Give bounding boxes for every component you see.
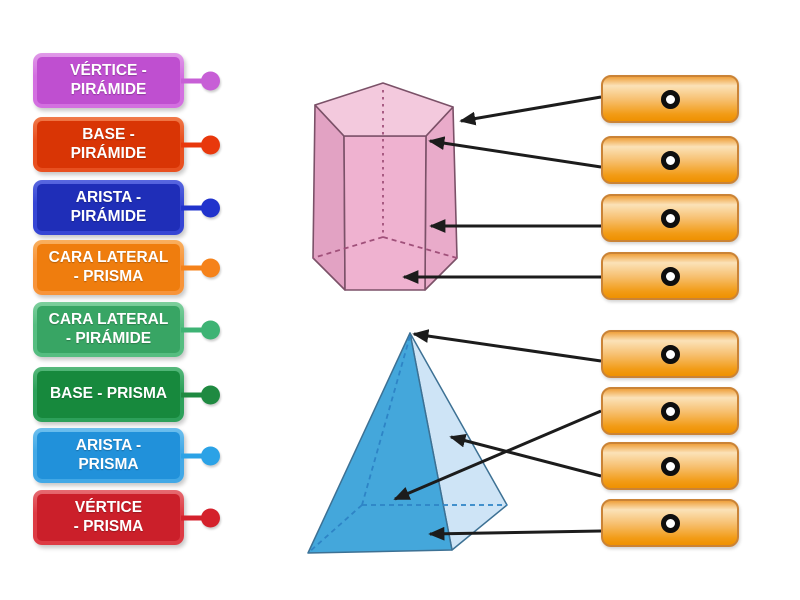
label-text: VÉRTICE - PIRÁMIDE	[70, 61, 147, 98]
connector-knob-icon	[201, 446, 220, 465]
label-tag-vertice-prisma[interactable]: VÉRTICE - PRISMA	[33, 490, 220, 545]
prism-right-face	[424, 106, 458, 291]
pentagonal-prism-figure	[312, 82, 458, 291]
target-dot-icon	[660, 344, 680, 364]
label-tag-arista-prisma[interactable]: ARISTA - PRISMA	[33, 428, 220, 483]
arrow-line	[393, 409, 602, 501]
answer-slot-6[interactable]	[601, 387, 739, 435]
pyramid-hidden-base-left-edge	[307, 504, 363, 554]
connector-knob-icon	[201, 385, 220, 404]
arrow-line	[412, 329, 602, 363]
label-tag-face: BASE - PIRÁMIDE	[37, 121, 180, 168]
prism-top-face	[314, 82, 454, 137]
label-tag-arista-piramide[interactable]: ARISTA - PIRÁMIDE	[33, 180, 220, 235]
arrow-line	[449, 433, 602, 478]
label-tag-cara-lateral-piramide[interactable]: CARA LATERAL - PIRÁMIDE	[33, 302, 220, 357]
label-tag-face: VÉRTICE - PIRÁMIDE	[37, 57, 180, 104]
label-text: BASE - PIRÁMIDE	[70, 125, 147, 162]
prism-hidden-bottom-right-edge	[382, 236, 458, 259]
target-dot-icon	[660, 456, 680, 476]
answer-slot-5[interactable]	[601, 330, 739, 378]
label-tag-face: ARISTA - PIRÁMIDE	[37, 184, 180, 231]
label-text: VÉRTICE - PRISMA	[73, 498, 144, 535]
prism-hidden-bottom-left-edge	[312, 236, 384, 259]
target-dot-icon	[660, 513, 680, 533]
connector-stub	[181, 265, 203, 270]
target-dot-icon	[660, 266, 680, 286]
label-tag-base-prisma[interactable]: BASE - PRISMA	[33, 367, 220, 422]
label-text: ARISTA - PIRÁMIDE	[70, 188, 147, 225]
connector-stub	[181, 327, 203, 332]
answer-slot-4[interactable]	[601, 252, 739, 300]
label-tag-base-piramide[interactable]: BASE - PIRÁMIDE	[33, 117, 220, 172]
connector-stub	[181, 78, 203, 83]
connector-stub	[181, 453, 203, 458]
label-text: CARA LATERAL - PIRÁMIDE	[48, 310, 169, 347]
answer-slot-1[interactable]	[601, 75, 739, 123]
label-text: BASE - PRISMA	[49, 385, 168, 403]
target-dot-icon	[660, 208, 680, 228]
target-dot-icon	[660, 401, 680, 421]
label-tag-cara-lateral-prisma[interactable]: CARA LATERAL - PRISMA	[33, 240, 220, 295]
label-tag-face: CARA LATERAL - PRISMA	[37, 244, 180, 291]
label-tag-face: ARISTA - PRISMA	[37, 432, 180, 479]
label-tag-face: CARA LATERAL - PIRÁMIDE	[37, 306, 180, 353]
arrow-line	[428, 526, 602, 541]
label-tag-face: BASE - PRISMA	[37, 371, 180, 418]
connector-stub	[181, 142, 203, 147]
label-tag-vertice-piramide[interactable]: VÉRTICE - PIRÁMIDE	[33, 53, 220, 108]
connector-stub	[181, 205, 203, 210]
label-text: ARISTA - PRISMA	[75, 436, 142, 473]
connector-knob-icon	[201, 258, 220, 277]
arrow-line	[459, 95, 602, 126]
arrow-line	[428, 136, 602, 169]
prism-front-face	[343, 135, 427, 291]
connector-knob-icon	[201, 320, 220, 339]
connector-knob-icon	[201, 135, 220, 154]
connector-knob-icon	[201, 198, 220, 217]
answer-slot-2[interactable]	[601, 136, 739, 184]
answer-slot-7[interactable]	[601, 442, 739, 490]
target-dot-icon	[660, 150, 680, 170]
answer-slot-3[interactable]	[601, 194, 739, 242]
connector-stub	[181, 392, 203, 397]
answer-slot-8[interactable]	[601, 499, 739, 547]
label-tag-face: VÉRTICE - PRISMA	[37, 494, 180, 541]
label-text: CARA LATERAL - PRISMA	[48, 248, 169, 285]
connector-stub	[181, 515, 203, 520]
connector-knob-icon	[201, 71, 220, 90]
connector-knob-icon	[201, 508, 220, 527]
pyramid-hidden-back-edge	[361, 335, 411, 506]
arrows-layer	[393, 95, 602, 541]
target-dot-icon	[660, 89, 680, 109]
